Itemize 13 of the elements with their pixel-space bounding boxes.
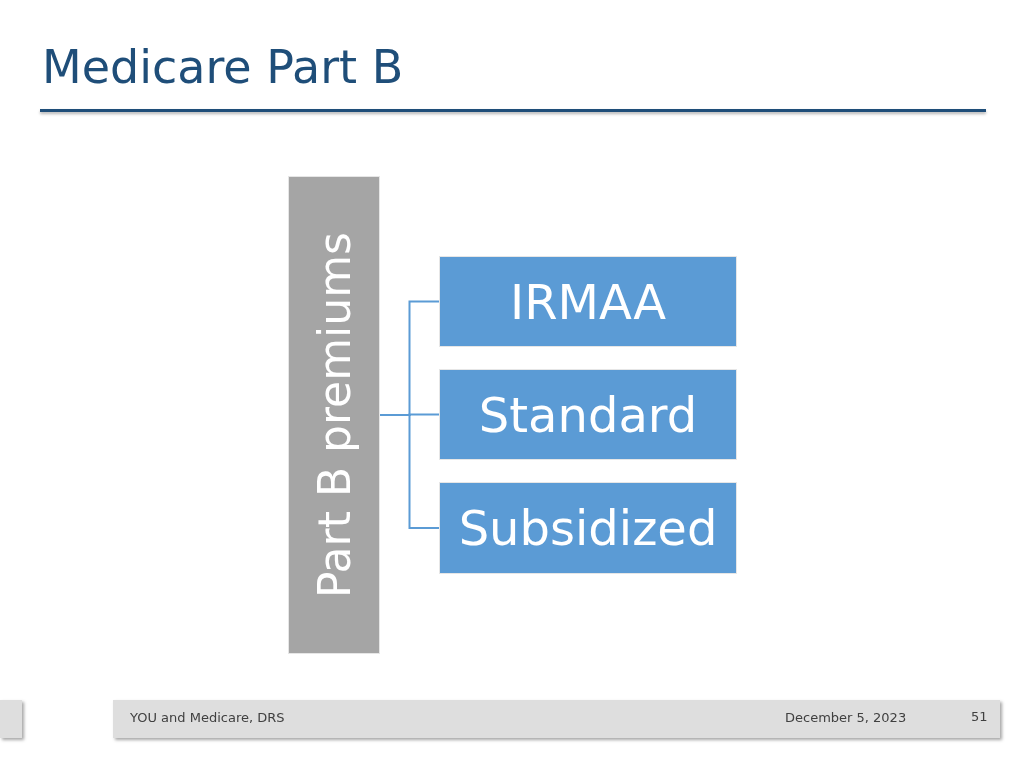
connector-line [379, 414, 440, 529]
page-number: 51 [971, 709, 988, 724]
node-label: IRMAA [510, 273, 666, 330]
category-box [439, 482, 737, 574]
footer-date: December 5, 2023 [785, 710, 907, 725]
category-box [439, 369, 737, 460]
category-bar [288, 176, 380, 654]
node-label: Part B premiums [308, 232, 360, 598]
slide-title: Medicare Part B [42, 40, 404, 94]
footer-text: YOU and Medicare, DRS [130, 710, 285, 725]
category-box [439, 256, 737, 347]
node-label: Subsidized [458, 500, 718, 556]
node-label: Standard [478, 386, 698, 443]
